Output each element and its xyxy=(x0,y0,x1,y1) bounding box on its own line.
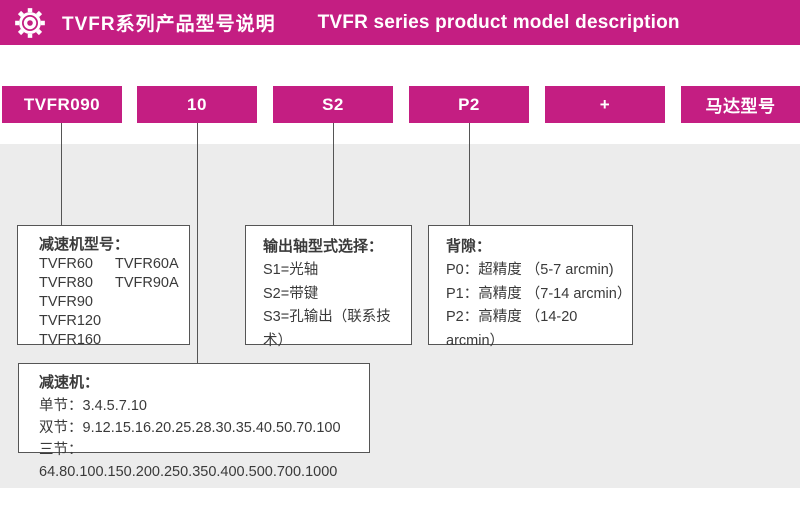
list-item: 三节：64.80.100.150.200.250.350.400.500.700… xyxy=(39,442,338,480)
model-segment-ratio: 10 xyxy=(137,86,257,123)
callout-ratio: 减速机： 单节：3.4.5.7.10 双节：9.12.15.16.20.25.2… xyxy=(18,363,370,480)
connector-line-output-shaft xyxy=(333,123,334,225)
list-item: TVFR60A xyxy=(115,256,179,272)
callout-output-shaft-title: 输出轴型式选择： xyxy=(263,238,384,255)
connector-line-backlash xyxy=(469,123,470,225)
callout-gearbox-model-title: 减速机型号： xyxy=(39,236,130,253)
connector-line-gearbox-model xyxy=(61,123,62,225)
list-item: P2：高精度 （14-20 arcmin） xyxy=(446,309,578,349)
model-segment-motor-model: 马达型号 xyxy=(681,86,800,123)
list-item: P1：高精度 （7-14 arcmin） xyxy=(446,285,632,302)
list-item: TVFR120 xyxy=(39,313,102,329)
callout-gearbox-model: 减速机型号： TVFR60 TVFR80 TVFR90 TVFR120 TVFR… xyxy=(17,225,190,348)
list-item: 单节：3.4.5.7.10 xyxy=(39,398,147,414)
gearbox-model-column-1: TVFR60 TVFR80 TVFR90 TVFR120 TVFR160 xyxy=(39,255,115,350)
callout-output-shaft: 输出轴型式选择： S1=光轴 S2=带键 S3=孔输出（联系技术） xyxy=(245,225,412,349)
callout-backlash-title: 背隙： xyxy=(446,238,492,255)
callout-ratio-title: 减速机： xyxy=(39,374,100,391)
gearbox-model-column-2: TVFR60A TVFR90A xyxy=(115,255,179,350)
list-item: TVFR90A xyxy=(115,275,179,291)
page-title-zh: TVFR系列产品型号说明 xyxy=(62,14,276,35)
list-item: P0：超精度 （5-7 arcmin) xyxy=(446,262,614,278)
connector-line-ratio xyxy=(197,123,198,363)
model-segment-plus: + xyxy=(545,86,665,123)
list-item: TVFR60 xyxy=(39,256,93,272)
list-item: S3=孔输出（联系技术） xyxy=(263,309,391,349)
list-item: TVFR90 xyxy=(39,294,93,310)
page-title-en: TVFR series product model description xyxy=(317,11,680,33)
list-item: S2=带键 xyxy=(263,285,319,302)
model-segment-backlash: P2 xyxy=(409,86,529,123)
callout-backlash: 背隙： P0：超精度 （5-7 arcmin) P1：高精度 （7-14 arc… xyxy=(428,225,633,349)
header-bar: TVFR系列产品型号说明 TVFR series product model d… xyxy=(0,0,800,45)
gear-icon xyxy=(15,7,45,38)
list-item: TVFR160 xyxy=(39,332,102,348)
list-item: TVFR80 xyxy=(39,275,93,291)
list-item: 双节：9.12.15.16.20.25.28.30.35.40.50.70.10… xyxy=(39,420,341,436)
list-item: S1=光轴 xyxy=(263,262,319,278)
model-segment-output-shaft: S2 xyxy=(273,86,393,123)
model-segment-gearbox-model: TVFR090 xyxy=(2,86,122,123)
